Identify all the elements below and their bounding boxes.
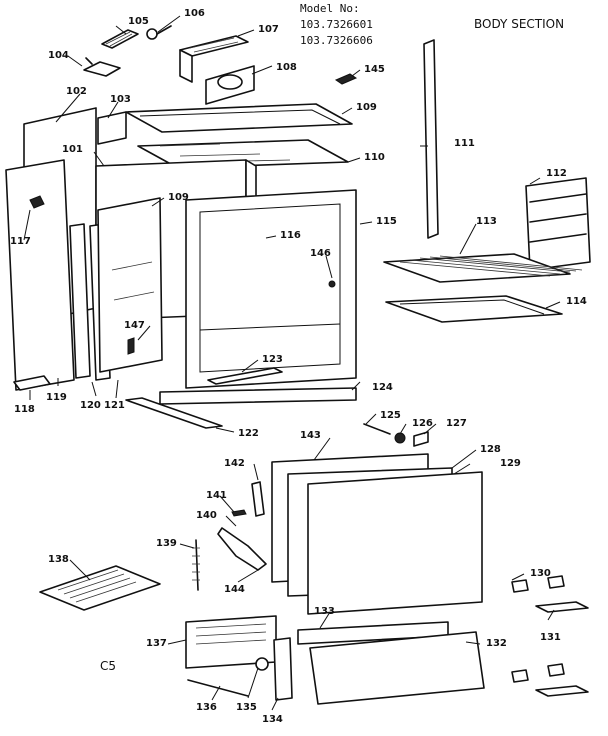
label-109-top: 109 (356, 102, 377, 113)
label-122: 122 (238, 428, 259, 439)
label-126: 126 (412, 418, 433, 429)
label-116-liner: 116 (280, 230, 301, 241)
label-136: 136 (196, 702, 217, 713)
label-142: 142 (224, 458, 245, 469)
part-123-burner (207, 367, 283, 385)
label-112: 112 (546, 168, 567, 179)
part-124-bottom-rail (159, 387, 357, 405)
part-141-screw (231, 509, 247, 517)
part-126-grommet (394, 432, 406, 444)
part-105-element (101, 29, 139, 49)
label-124: 124 (372, 382, 393, 393)
label-114: 114 (566, 296, 587, 307)
part-106-plug (146, 25, 172, 40)
part-118-front-panel (5, 159, 75, 391)
label-109-panel: 109 (168, 192, 189, 203)
label-118: 118 (14, 404, 35, 415)
label-120: 120 (80, 400, 101, 411)
corner-code: C5 (100, 659, 116, 673)
part-147-bracket (127, 337, 135, 355)
label-134: 134 (262, 714, 283, 725)
part-103-bracket (97, 111, 127, 145)
part-108-vent-cover (205, 65, 255, 105)
part-146-screw (328, 280, 336, 288)
part-145-knob (334, 73, 358, 85)
part-104-clip (83, 57, 121, 77)
label-143: 143 (300, 430, 321, 441)
part-122-kick-plate (125, 397, 223, 429)
label-117: 117 (10, 236, 31, 247)
part-135-roller (255, 657, 269, 671)
label-140: 140 (196, 510, 217, 521)
part-142-door-hinge (251, 481, 265, 517)
label-108: 108 (276, 62, 297, 73)
label-147: 147 (124, 320, 145, 331)
part-114-broiler-pan (385, 295, 563, 323)
part-121-inner-panel (97, 197, 163, 373)
part-125-hinge-pin (363, 423, 391, 435)
label-106: 106 (184, 8, 205, 19)
part-129-door-panel (307, 471, 483, 615)
part-handle-ends-lower (511, 663, 565, 683)
label-131: 131 (540, 632, 561, 643)
part-134-drawer-side (273, 637, 293, 701)
model-number-1: 103.7326601 (300, 18, 373, 31)
model-number-heading: Model No: (300, 2, 360, 15)
part-117-bumper (29, 195, 45, 209)
label-110-top: 110 (364, 152, 385, 163)
label-137: 137 (146, 638, 167, 649)
label-133: 133 (314, 606, 335, 617)
label-125: 125 (380, 410, 401, 421)
model-number-2: 103.7326606 (300, 34, 373, 47)
part-138-drawer-tray (39, 565, 161, 611)
label-121: 121 (104, 400, 125, 411)
label-127: 127 (446, 418, 467, 429)
part-109-top-panel (125, 103, 353, 133)
label-105: 105 (128, 16, 149, 27)
part-115-oven-frame (185, 189, 357, 389)
part-127-clip (413, 431, 429, 447)
label-138: 138 (48, 554, 69, 565)
label-113: 113 (476, 216, 497, 227)
label-141: 141 (206, 490, 227, 501)
leader-lines (23, 15, 561, 711)
label-132: 132 (486, 638, 507, 649)
part-113-oven-rack (383, 253, 583, 283)
part-136-rod (187, 679, 249, 697)
part-131-handle (535, 601, 589, 697)
label-146: 146 (310, 248, 331, 259)
label-135: 135 (236, 702, 257, 713)
label-103: 103 (110, 94, 131, 105)
part-119-side-trim (69, 223, 91, 379)
part-number-labels: 104 105 106 107 108 145 102 103 109 111 … (10, 8, 587, 725)
label-145: 145 (364, 64, 385, 75)
part-139-spring (192, 539, 200, 591)
part-140-hinge-bracket (217, 527, 267, 571)
label-119: 119 (46, 392, 67, 403)
label-111: 111 (454, 138, 475, 149)
label-144: 144 (224, 584, 245, 595)
label-129: 129 (500, 458, 521, 469)
label-107: 107 (258, 24, 279, 35)
part-107-vent-duct (179, 35, 249, 83)
label-101: 101 (62, 144, 83, 155)
label-130: 130 (530, 568, 551, 579)
label-128: 128 (480, 444, 501, 455)
label-123: 123 (262, 354, 283, 365)
label-104: 104 (48, 50, 69, 61)
part-116-foot (13, 375, 51, 391)
part-130-handle-end (511, 575, 565, 593)
label-139: 139 (156, 538, 177, 549)
part-112-rack-guides (525, 177, 591, 271)
label-102: 102 (66, 86, 87, 97)
part-132-drawer-front (309, 631, 485, 705)
part-111-vertical-rail (423, 39, 439, 239)
label-115: 115 (376, 216, 397, 227)
section-title: BODY SECTION (474, 17, 564, 31)
